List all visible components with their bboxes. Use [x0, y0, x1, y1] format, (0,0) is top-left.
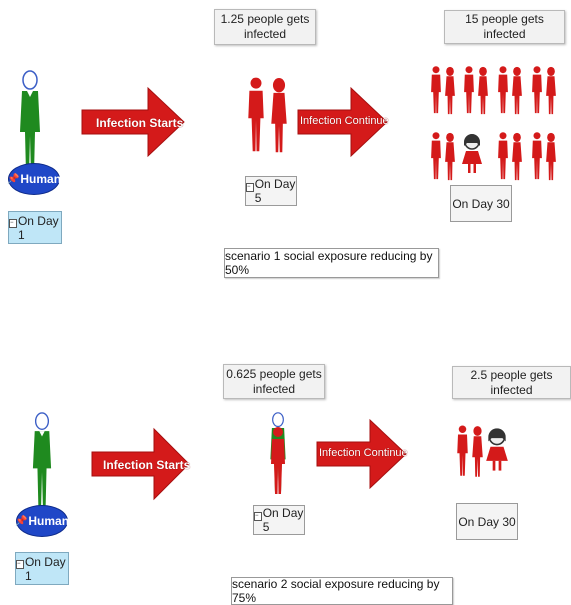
scenario-2-caption: scenario 2 social exposure reducing by 7…: [231, 577, 453, 605]
infected-woman-icon: [544, 126, 558, 188]
infected-man-icon: [496, 124, 510, 188]
day-5-box[interactable]: −On Day 5: [245, 176, 297, 206]
day-5-label: On Day 5: [262, 506, 304, 534]
day-1-box[interactable]: −On Day 1: [15, 552, 69, 585]
human-node-badge[interactable]: 📌Human: [6, 163, 62, 195]
infected-woman-icon: [470, 420, 485, 484]
stage-2-count: 0.625 people gets infected: [223, 364, 325, 399]
infected-man-icon: [429, 124, 443, 188]
day-5-box[interactable]: −On Day 5: [253, 505, 305, 535]
scenario-1-caption: scenario 1 social exposure reducing by 5…: [224, 248, 439, 278]
stage-2-count: 1.25 people gets infected: [214, 9, 316, 45]
human-node-badge[interactable]: 📌Human: [14, 505, 70, 537]
infected-woman-icon: [510, 60, 524, 122]
pin-icon: 📌: [6, 173, 20, 185]
infected-woman-icon: [443, 126, 457, 188]
red-arrow-icon: [297, 86, 388, 158]
human-node-label: Human: [20, 172, 62, 186]
stage-3-count: 2.5 people gets infected: [452, 366, 571, 399]
arrow-label-infection-starts: Infection Starts: [96, 116, 184, 130]
infected-man-icon: [496, 58, 510, 122]
infected-woman-icon: [544, 60, 558, 122]
infected-man-icon: [429, 58, 443, 122]
infected-man-icon: [455, 418, 470, 484]
day-1-label: On Day 1: [17, 213, 59, 242]
day-30-box[interactable]: On Day 30: [456, 503, 518, 540]
healthy-person-icon: [27, 412, 57, 512]
day-30-label: On Day 30: [458, 514, 516, 529]
pin-icon: 📌: [14, 515, 28, 527]
infected-man-icon: [530, 124, 544, 188]
red-arrow-icon: [316, 418, 407, 490]
day-1-box[interactable]: −On Day 1: [8, 211, 62, 244]
stage-3-count: 15 people gets infected: [444, 10, 565, 44]
infected-woman-icon: [268, 72, 290, 160]
infected-man-icon: [266, 426, 290, 496]
day-5-label: On Day 5: [254, 177, 296, 205]
collapse-icon[interactable]: −: [9, 219, 17, 228]
arrow-label-infection-starts: Infection Starts: [103, 458, 191, 472]
human-node-label: Human: [28, 514, 70, 528]
collapse-icon[interactable]: −: [254, 511, 262, 521]
infected-man-icon: [530, 58, 544, 122]
infected-woman-icon: [510, 126, 524, 188]
infected-child-icon: [484, 428, 510, 472]
arrow-label-infection-continue: Infection Continue: [300, 115, 389, 127]
day-30-label: On Day 30: [452, 196, 510, 211]
infected-man-icon: [245, 70, 267, 160]
day-30-box[interactable]: On Day 30: [450, 185, 512, 222]
collapse-icon[interactable]: −: [246, 182, 254, 192]
infected-child-icon: [460, 134, 484, 174]
infected-woman-icon: [476, 60, 490, 122]
infected-man-icon: [462, 58, 476, 122]
collapse-icon[interactable]: −: [16, 560, 24, 569]
infected-woman-icon: [443, 60, 457, 122]
day-1-label: On Day 1: [24, 554, 66, 583]
red-arrow-icon: [81, 86, 185, 158]
red-arrow-icon: [91, 427, 190, 501]
arrow-label-infection-continue: Infection Continue: [319, 447, 408, 459]
